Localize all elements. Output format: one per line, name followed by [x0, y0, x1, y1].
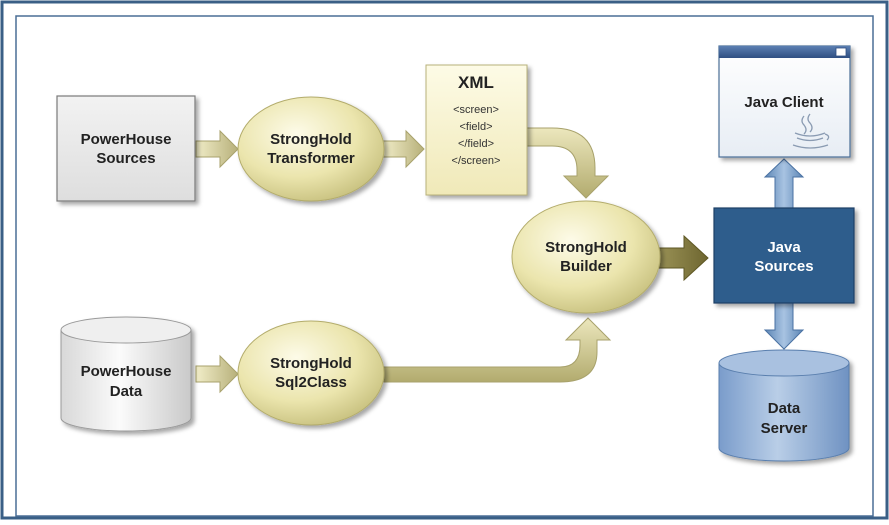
- xml-line-1: <screen>: [453, 104, 499, 116]
- arrow-xml-to-builder: [526, 127, 610, 199]
- data-server-line1: Data: [768, 400, 801, 417]
- powerhouse-sources-line1: PowerHouse: [81, 131, 172, 148]
- window-close-icon: [835, 47, 847, 57]
- xml-line-4: </screen>: [452, 155, 501, 167]
- node-stronghold-sql2class: StrongHold Sql2Class: [237, 320, 385, 426]
- arrow-java-sources-to-data-server: [763, 301, 805, 350]
- stronghold-builder-line1: StrongHold: [545, 239, 627, 256]
- node-powerhouse-sources: PowerHouse Sources: [56, 95, 196, 202]
- node-data-server: Data Server: [718, 349, 850, 462]
- arrow-java-sources-to-java-client: [763, 158, 805, 209]
- node-java-sources: Java Sources: [713, 207, 855, 304]
- diagram-inner-frame: [15, 15, 874, 517]
- powerhouse-data-line1: PowerHouse: [81, 363, 172, 380]
- xml-title: XML: [458, 73, 494, 92]
- node-java-client: Java Client: [718, 45, 851, 158]
- arrow-data-to-sql2class: [195, 354, 239, 394]
- stronghold-sql2class-line2: Sql2Class: [275, 374, 347, 391]
- arrow-sources-to-transformer: [195, 129, 239, 169]
- java-client-label: Java Client: [744, 94, 823, 111]
- xml-line-2: <field>: [459, 121, 492, 133]
- stronghold-transformer-line1: StrongHold: [270, 131, 352, 148]
- xml-line-3: </field>: [458, 138, 494, 150]
- java-sources-line1: Java: [767, 239, 801, 256]
- arrow-sql2class-to-builder: [383, 317, 612, 383]
- node-stronghold-builder: StrongHold Builder: [511, 200, 661, 314]
- java-sources-line2: Sources: [754, 258, 813, 275]
- data-server-line2: Server: [761, 420, 808, 437]
- stronghold-builder-line2: Builder: [560, 258, 612, 275]
- stronghold-transformer-line2: Transformer: [267, 150, 355, 167]
- node-xml-document: XML <screen> <field> </field> </screen>: [425, 64, 528, 196]
- powerhouse-data-line2: Data: [110, 383, 143, 400]
- java-client-titlebar: [719, 46, 850, 58]
- node-stronghold-transformer: StrongHold Transformer: [237, 96, 385, 202]
- arrow-transformer-to-xml: [382, 129, 425, 169]
- java-coffee-cup-icon: [792, 113, 830, 149]
- stronghold-sql2class-line1: StrongHold: [270, 355, 352, 372]
- powerhouse-sources-line2: Sources: [96, 150, 155, 167]
- arrow-builder-to-java-sources: [655, 234, 709, 282]
- node-powerhouse-data: PowerHouse Data: [60, 316, 192, 432]
